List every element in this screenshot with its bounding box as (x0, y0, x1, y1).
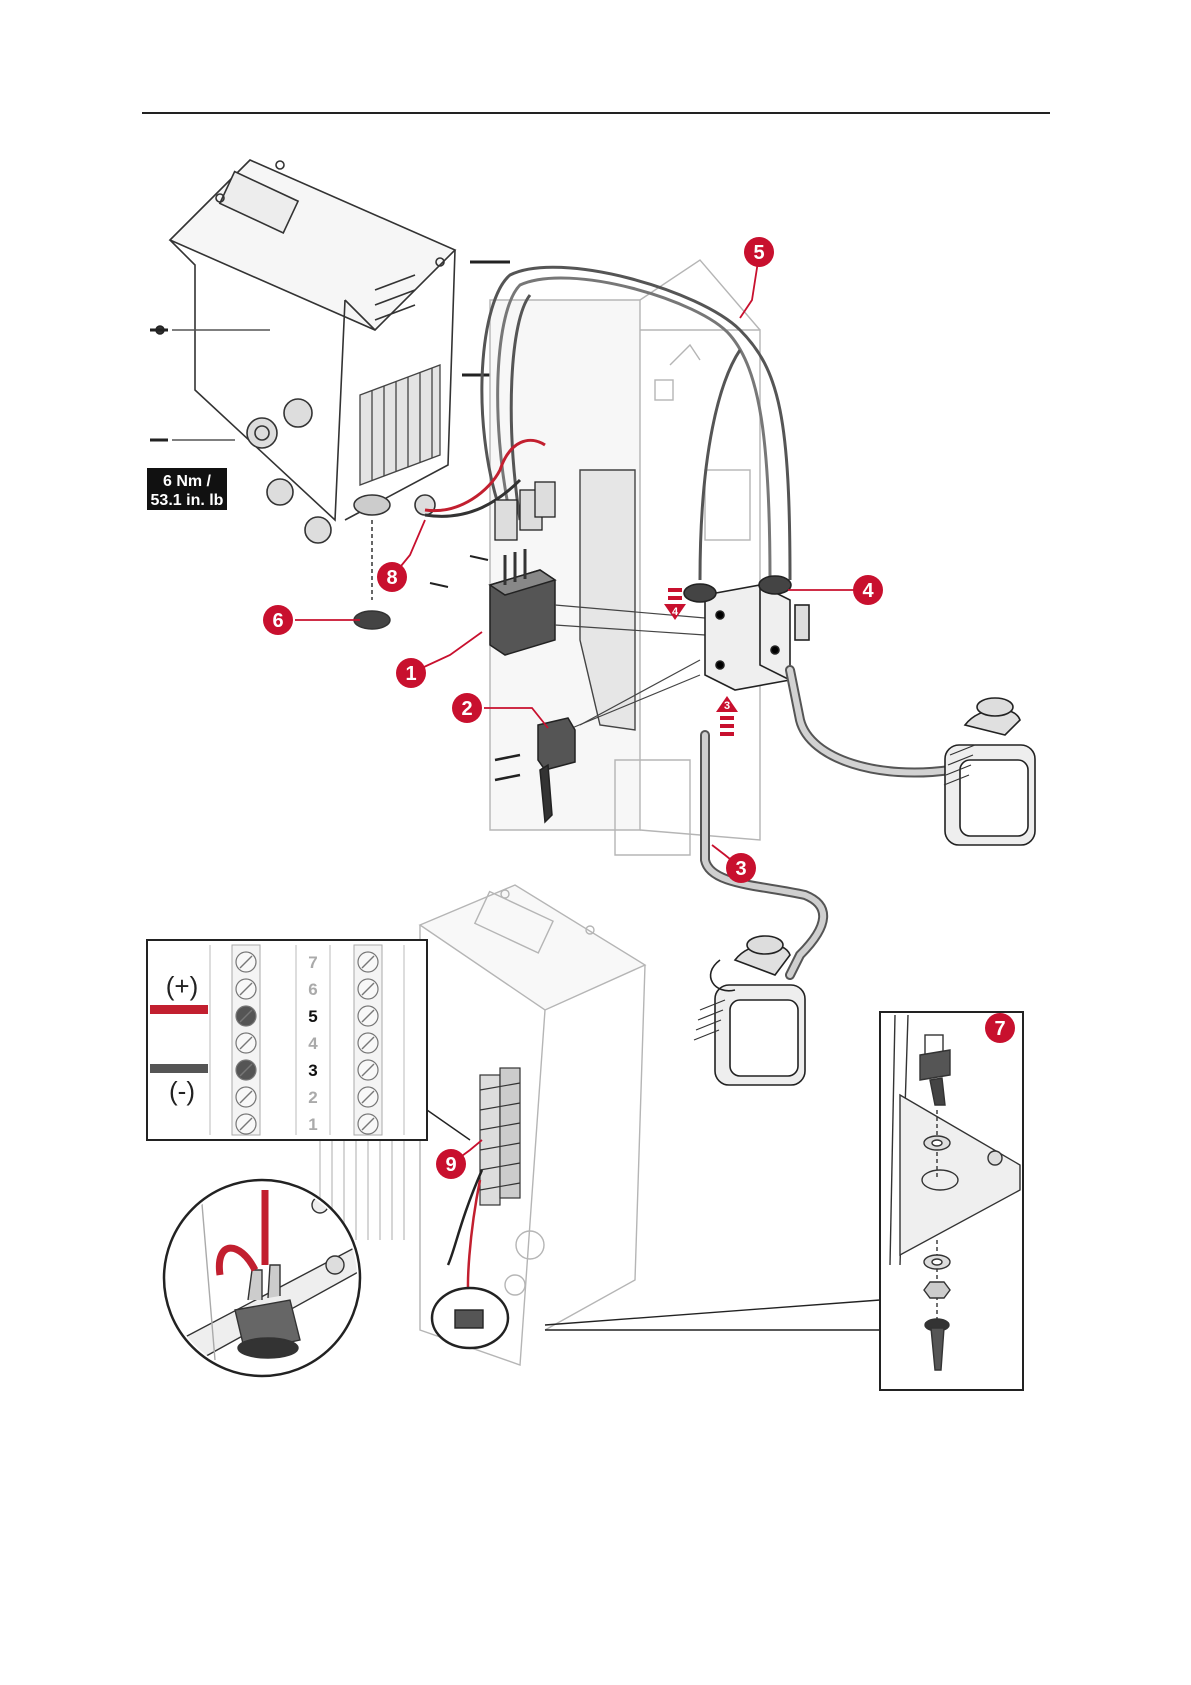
step-arrow-down-label: 4 (672, 606, 679, 618)
callout-label: 1 (405, 663, 416, 685)
callout-c8: 8 (377, 562, 407, 592)
wire-positive (150, 1005, 208, 1014)
work-light-upper (944, 698, 1035, 845)
polarity-negative: (-) (169, 1076, 195, 1106)
step-arrow-up: 3 (716, 696, 738, 736)
callout-c1: 1 (396, 658, 426, 688)
polarity-positive: (+) (166, 971, 199, 1001)
callout-c6: 6 (263, 605, 293, 635)
terminal-numbers: 7 6 5 4 3 2 1 (308, 953, 318, 1134)
terminal-number: 2 (308, 1088, 317, 1107)
switch-small (432, 1288, 508, 1348)
callout-label: 6 (272, 610, 283, 632)
screws-module (430, 556, 488, 587)
switch-detail-circle (164, 1180, 380, 1376)
callout-label: 3 (735, 858, 746, 880)
terminal-number: 1 (308, 1115, 317, 1134)
terminal-number: 3 (308, 1061, 317, 1080)
terminal-number: 4 (308, 1034, 318, 1053)
terminal-inset: 7 6 5 4 3 2 1 (+) (-) (147, 940, 470, 1140)
callout-c7: 7 (985, 1013, 1015, 1043)
callout-c5: 5 (744, 237, 774, 267)
callout-label: 5 (753, 242, 764, 264)
callout-c4: 4 (853, 575, 883, 605)
callout-label: 4 (862, 580, 874, 602)
torque-label: 6 Nm / 53.1 in. lb (147, 468, 227, 510)
callout-c9: 9 (436, 1149, 466, 1179)
grommet (354, 495, 390, 629)
terminal-number: 7 (308, 953, 317, 972)
callout-c3a: 3 (726, 853, 756, 883)
wire-negative (150, 1064, 208, 1073)
callout-label: 7 (994, 1018, 1005, 1040)
terminal-number: 6 (308, 980, 317, 999)
step-arrow-up-label: 3 (724, 700, 730, 712)
torque-line-1: 6 Nm / (163, 473, 212, 490)
terminal-number: 5 (308, 1007, 317, 1026)
terminal-strip-lower (480, 1068, 520, 1205)
wires-lower (448, 1170, 482, 1305)
callout-label: 2 (461, 698, 472, 720)
callout-label: 8 (386, 567, 397, 589)
work-light-lower (694, 936, 805, 1085)
callout-label: 9 (445, 1154, 456, 1176)
callout-c2: 2 (452, 693, 482, 723)
torque-line-2: 53.1 in. lb (151, 492, 224, 509)
arm-right (790, 670, 950, 773)
